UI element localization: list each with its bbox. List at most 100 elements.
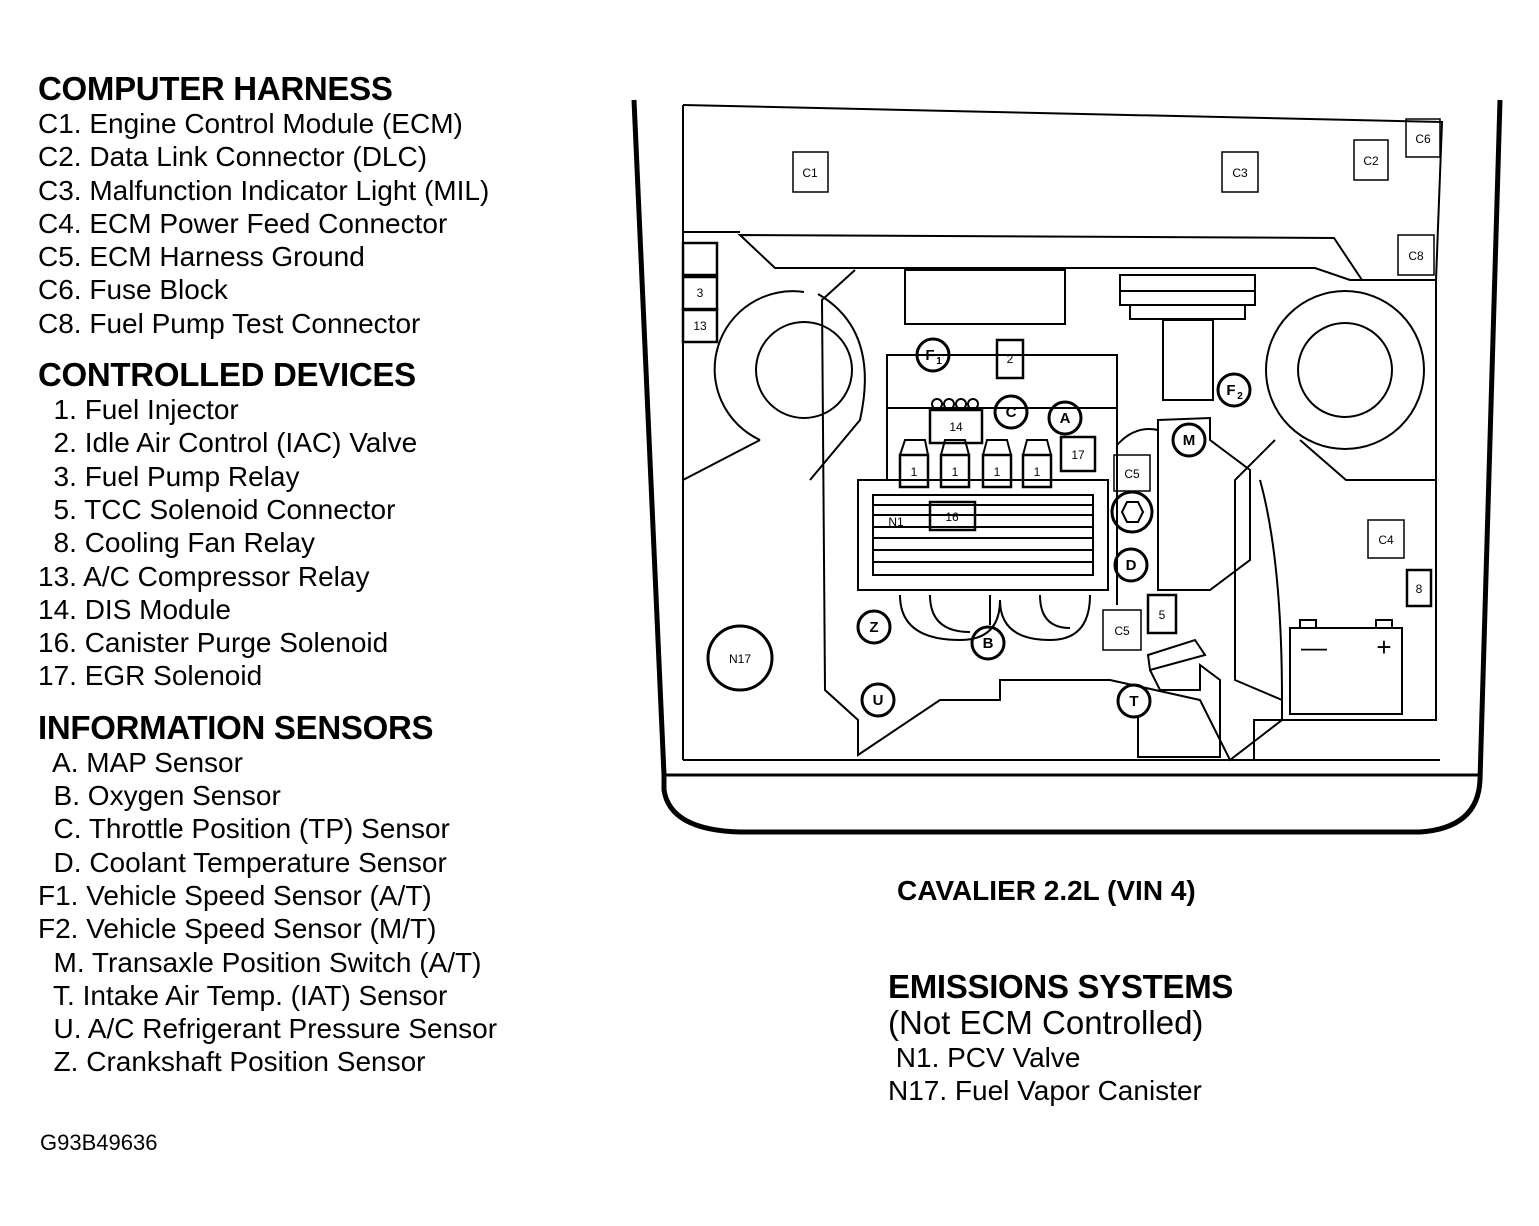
sensor-m bbox=[1171, 422, 1207, 458]
left-strut-edge bbox=[809, 293, 866, 481]
label-relay-13: 13 bbox=[693, 319, 707, 333]
throttle-top-3 bbox=[1129, 304, 1246, 320]
label-injector: 1 bbox=[994, 465, 1001, 479]
sensor-f1 bbox=[915, 337, 951, 373]
emissions-title: EMISSIONS SYSTEMS bbox=[888, 968, 1234, 1005]
label-c1: C1 bbox=[802, 166, 818, 180]
left-strut-outer bbox=[713, 290, 805, 441]
legend-item: 5. TCC Solenoid Connector bbox=[38, 493, 396, 525]
label-c5b: C5 bbox=[1114, 624, 1130, 638]
legend-item: C5. ECM Harness Ground bbox=[38, 241, 365, 273]
label-a: A bbox=[1060, 410, 1071, 427]
legend-item: C8. Fuel Pump Test Connector bbox=[38, 307, 421, 339]
legend-item: F1. Vehicle Speed Sensor (A/T) bbox=[38, 879, 432, 911]
legend-item: 1. Fuel Injector bbox=[38, 394, 239, 426]
label-iac-2: 2 bbox=[1007, 352, 1014, 366]
sensor-b bbox=[970, 625, 1006, 661]
legend-item: C1. Engine Control Module (ECM) bbox=[38, 108, 463, 139]
diagram-caption: CAVALIER 2.2L (VIN 4) bbox=[897, 875, 1196, 906]
injector-1c bbox=[981, 453, 1013, 489]
legend-item: A. MAP Sensor bbox=[38, 746, 243, 778]
body-outline bbox=[631, 99, 1503, 835]
engine-outline bbox=[820, 269, 1283, 762]
connector-c4 bbox=[1367, 519, 1405, 559]
sensor-a bbox=[1047, 400, 1083, 436]
relay-13 bbox=[681, 308, 719, 344]
legend-item: 8. Cooling Fan Relay bbox=[38, 527, 316, 559]
legend-item: 2. Idle Air Control (IAC) Valve bbox=[38, 427, 418, 459]
label-dis-14: 14 bbox=[949, 420, 963, 434]
exhaust-manifold bbox=[1039, 594, 1071, 629]
sensor-f2 bbox=[1216, 372, 1252, 408]
legend-item: M. Transaxle Position Switch (A/T) bbox=[38, 946, 482, 978]
legend-item: N1. PCV Valve bbox=[888, 1042, 1081, 1073]
valve-cover-ribs bbox=[873, 504, 1093, 563]
legend-item: D. Coolant Temperature Sensor bbox=[38, 846, 447, 878]
legend-item: U. A/C Refrigerant Pressure Sensor bbox=[38, 1013, 498, 1045]
throttle-body bbox=[1162, 319, 1214, 401]
right-strut-inner bbox=[1297, 322, 1393, 418]
label-injector: 1 bbox=[1034, 465, 1041, 479]
battery-minus-label: — bbox=[1301, 632, 1327, 662]
battery bbox=[1289, 627, 1403, 715]
tcc-connector-5 bbox=[1146, 593, 1178, 635]
fuel-vapor-canister bbox=[706, 624, 774, 692]
connector-c8 bbox=[1397, 234, 1435, 276]
sensor-t bbox=[1116, 683, 1152, 719]
injector-1a bbox=[898, 453, 930, 489]
label-b: B bbox=[983, 635, 994, 652]
left-fender-line bbox=[682, 439, 761, 481]
air-duct bbox=[1137, 663, 1221, 758]
legend-item: Z. Crankshaft Position Sensor bbox=[38, 1046, 426, 1078]
engine-right-edge bbox=[1259, 479, 1283, 701]
legend-item: F2. Vehicle Speed Sensor (M/T) bbox=[38, 913, 437, 945]
legend-item: 13. A/C Compressor Relay bbox=[38, 560, 370, 592]
sensor-z bbox=[856, 609, 892, 645]
connector-c5-bottom bbox=[1102, 609, 1142, 651]
relay-box-top bbox=[681, 241, 719, 277]
controlled-devices-title: CONTROLLED DEVICES bbox=[38, 356, 416, 394]
legend-item: C4. ECM Power Feed Connector bbox=[38, 207, 448, 239]
controlled-devices-section: CONTROLLED DEVICES 1. Fuel Injector 2. I… bbox=[38, 356, 598, 693]
exhaust-manifold bbox=[999, 594, 1091, 642]
connector-c3 bbox=[1221, 151, 1259, 193]
iac-valve-2 bbox=[995, 338, 1025, 380]
intake-plenum bbox=[886, 354, 1118, 409]
label-m: M bbox=[1183, 432, 1196, 449]
label-c5a: C5 bbox=[1124, 467, 1140, 481]
throttle-top-2 bbox=[1119, 290, 1256, 306]
sensor-d bbox=[1113, 547, 1149, 583]
label-t: T bbox=[1129, 693, 1138, 710]
dis-module-14 bbox=[928, 408, 984, 445]
legend-item: 17. EGR Solenoid bbox=[38, 660, 263, 692]
throttle-top bbox=[1119, 274, 1256, 292]
label-c3: C3 bbox=[1232, 166, 1248, 180]
computer-harness-title: COMPUTER HARNESS bbox=[38, 70, 393, 107]
battery-plus-label: + bbox=[1376, 632, 1391, 662]
label-egr-17: 17 bbox=[1071, 448, 1085, 462]
battery-terminal bbox=[1299, 619, 1317, 629]
label-f1-sub: 1 bbox=[936, 356, 942, 367]
legend: COMPUTER HARNESS C1. Engine Control Modu… bbox=[38, 70, 598, 1095]
air-cleaner-box bbox=[904, 269, 1066, 325]
legend-item: C6. Fuse Block bbox=[38, 274, 228, 306]
egr-solenoid-17 bbox=[1059, 435, 1097, 473]
figure-id: G93B49636 bbox=[40, 1130, 158, 1155]
legend-item: 3. Fuel Pump Relay bbox=[38, 460, 300, 492]
label-f2-sub: 2 bbox=[1237, 391, 1243, 402]
legend-item: C3. Malfunction Indicator Light (MIL) bbox=[38, 174, 490, 206]
legend-item: T. Intake Air Temp. (IAT) Sensor bbox=[38, 979, 448, 1011]
label-relay-3: 3 bbox=[697, 286, 704, 300]
valve-cover bbox=[872, 494, 1094, 576]
fan-relay-8 bbox=[1405, 568, 1433, 608]
label-c4: C4 bbox=[1378, 533, 1394, 547]
thermostat-housing bbox=[1116, 428, 1159, 446]
emissions-subtitle: (Not ECM Controlled) bbox=[888, 1004, 1204, 1041]
label-fan-8: 8 bbox=[1416, 582, 1423, 596]
information-sensors-section: INFORMATION SENSORS A. MAP Sensor B. Oxy… bbox=[38, 709, 598, 1079]
label-purge-16: 16 bbox=[945, 510, 959, 524]
purge-solenoid-16 bbox=[928, 500, 977, 532]
coolant-cap bbox=[1110, 490, 1154, 534]
air-duct-top bbox=[1146, 638, 1207, 672]
